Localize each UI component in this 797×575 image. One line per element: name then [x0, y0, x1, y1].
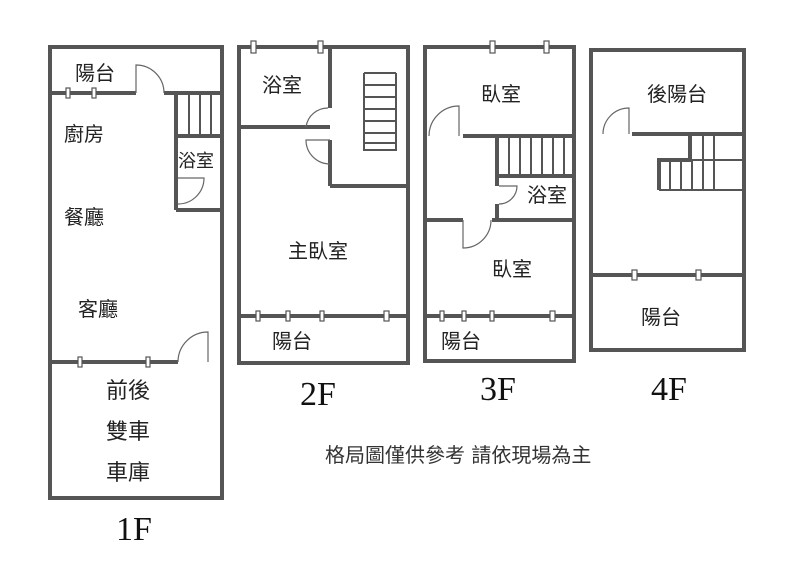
- staircase-icon: [657, 134, 744, 191]
- floor-label-2f: 2F: [300, 376, 336, 413]
- window-marker: [77, 356, 83, 368]
- window-marker: [65, 87, 71, 99]
- staircase-icon: [363, 72, 397, 151]
- room-label-bathroom: 浴室: [262, 73, 302, 97]
- window-marker: [695, 269, 702, 281]
- room-label-living: 客廳: [78, 297, 118, 321]
- room-label-dining: 餐廳: [64, 205, 104, 229]
- window-marker: [631, 269, 638, 281]
- room-label-rear-balcony: 後陽台: [647, 82, 707, 106]
- door-swing-icon: [428, 105, 460, 137]
- door-swing-icon: [305, 139, 331, 165]
- room-label-balcony: 陽台: [75, 61, 115, 85]
- room-label-bathroom: 浴室: [527, 183, 567, 207]
- floor-label-1f: 1F: [116, 511, 152, 548]
- window-marker: [383, 310, 390, 322]
- floor-4f-outline: [589, 48, 746, 352]
- door-swing-icon: [177, 177, 205, 205]
- window-marker: [543, 40, 550, 54]
- door-swing-icon: [135, 64, 165, 94]
- staircase-icon: [495, 135, 565, 177]
- window-marker: [250, 40, 257, 54]
- room-label-balcony: 陽台: [272, 329, 312, 353]
- disclaimer-note: 格局圖僅供參考 請依現場為主: [325, 443, 591, 467]
- room-label-garage-1: 前後: [106, 379, 150, 404]
- floor-2f: 浴室 主臥室 陽台 2F: [237, 40, 410, 413]
- floor-1f: 陽台 廚房 浴室 餐廳 客廳 前後 雙車 車庫 1F: [48, 45, 224, 548]
- floor-label-4f: 4F: [651, 371, 687, 408]
- window-marker: [255, 310, 261, 322]
- window-marker: [489, 40, 496, 54]
- floor-1f-outline: [48, 45, 224, 500]
- floor-4f: 後陽台 陽台 4F: [589, 48, 746, 408]
- room-label-balcony: 陽台: [641, 305, 681, 329]
- window-marker: [285, 310, 291, 322]
- floor-3f: 臥室 浴室 臥室 陽台 3F: [423, 40, 576, 408]
- room-label-garage-3: 車庫: [106, 461, 150, 486]
- window-marker: [489, 310, 495, 322]
- window-marker: [461, 310, 467, 322]
- door-swing-icon: [462, 219, 492, 249]
- door-swing-icon: [498, 185, 518, 205]
- floor-3f-outline: [423, 45, 576, 363]
- door-swing-icon: [602, 107, 630, 135]
- window-marker: [145, 356, 151, 368]
- window-marker: [549, 310, 556, 322]
- room-label-bedroom-front: 臥室: [492, 257, 532, 281]
- room-label-bedroom-rear: 臥室: [481, 82, 521, 106]
- window-marker: [319, 310, 325, 322]
- room-label-garage-2: 雙車: [106, 420, 150, 445]
- room-label-kitchen: 廚房: [64, 122, 104, 146]
- room-label-bathroom: 浴室: [178, 151, 214, 172]
- room-label-balcony: 陽台: [441, 329, 481, 353]
- door-swing-icon: [305, 107, 329, 128]
- room-label-master-bedroom: 主臥室: [288, 239, 348, 263]
- door-swing-icon: [177, 331, 209, 363]
- window-marker: [91, 87, 97, 99]
- window-marker: [317, 40, 324, 54]
- floor-label-3f: 3F: [480, 371, 516, 408]
- window-marker: [439, 310, 445, 322]
